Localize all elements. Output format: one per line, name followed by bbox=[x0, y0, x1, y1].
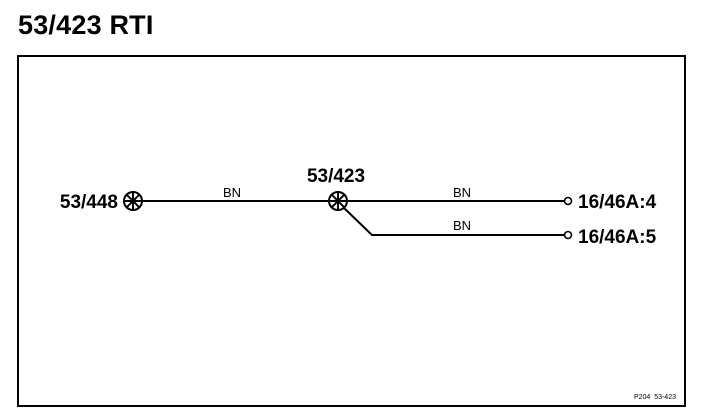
splice-connector-icon[interactable] bbox=[328, 191, 348, 211]
wire-lower-segment[interactable] bbox=[343, 207, 564, 236]
wire-label-left: BN bbox=[223, 185, 241, 200]
wire-label-upper: BN bbox=[453, 185, 471, 200]
wire-label-lower: BN bbox=[453, 218, 471, 233]
terminal-label-a: 16/46A:4 bbox=[578, 192, 657, 213]
connector-label-center: 53/423 bbox=[307, 166, 365, 187]
splice-connector-icon[interactable] bbox=[123, 191, 143, 211]
diagram-frame bbox=[17, 55, 686, 407]
terminal-label-b: 16/46A:5 bbox=[578, 227, 657, 248]
connector-label-left: 53/448 bbox=[60, 192, 118, 213]
page-title: 53/423 RTI bbox=[18, 10, 154, 40]
reference-code: P204 53-423 bbox=[634, 394, 676, 401]
terminal-pin-icon[interactable] bbox=[563, 196, 573, 206]
terminal-pin-icon[interactable] bbox=[563, 230, 573, 240]
